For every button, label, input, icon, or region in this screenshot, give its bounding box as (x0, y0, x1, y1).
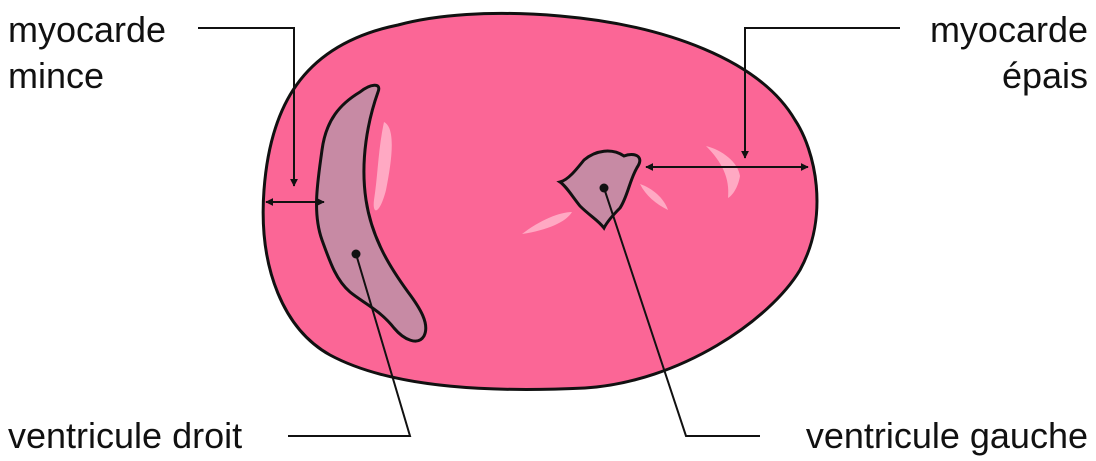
label-myocarde-mince-line2: mince (8, 55, 104, 96)
label-myocarde-epais-line2: épais (1002, 55, 1088, 96)
label-myocarde-mince-line1: myocarde (8, 9, 166, 50)
label-ventricule-gauche: ventricule gauche (806, 415, 1088, 456)
label-myocarde-epais-line1: myocarde (930, 9, 1088, 50)
label-ventricule-droit: ventricule droit (8, 415, 242, 456)
